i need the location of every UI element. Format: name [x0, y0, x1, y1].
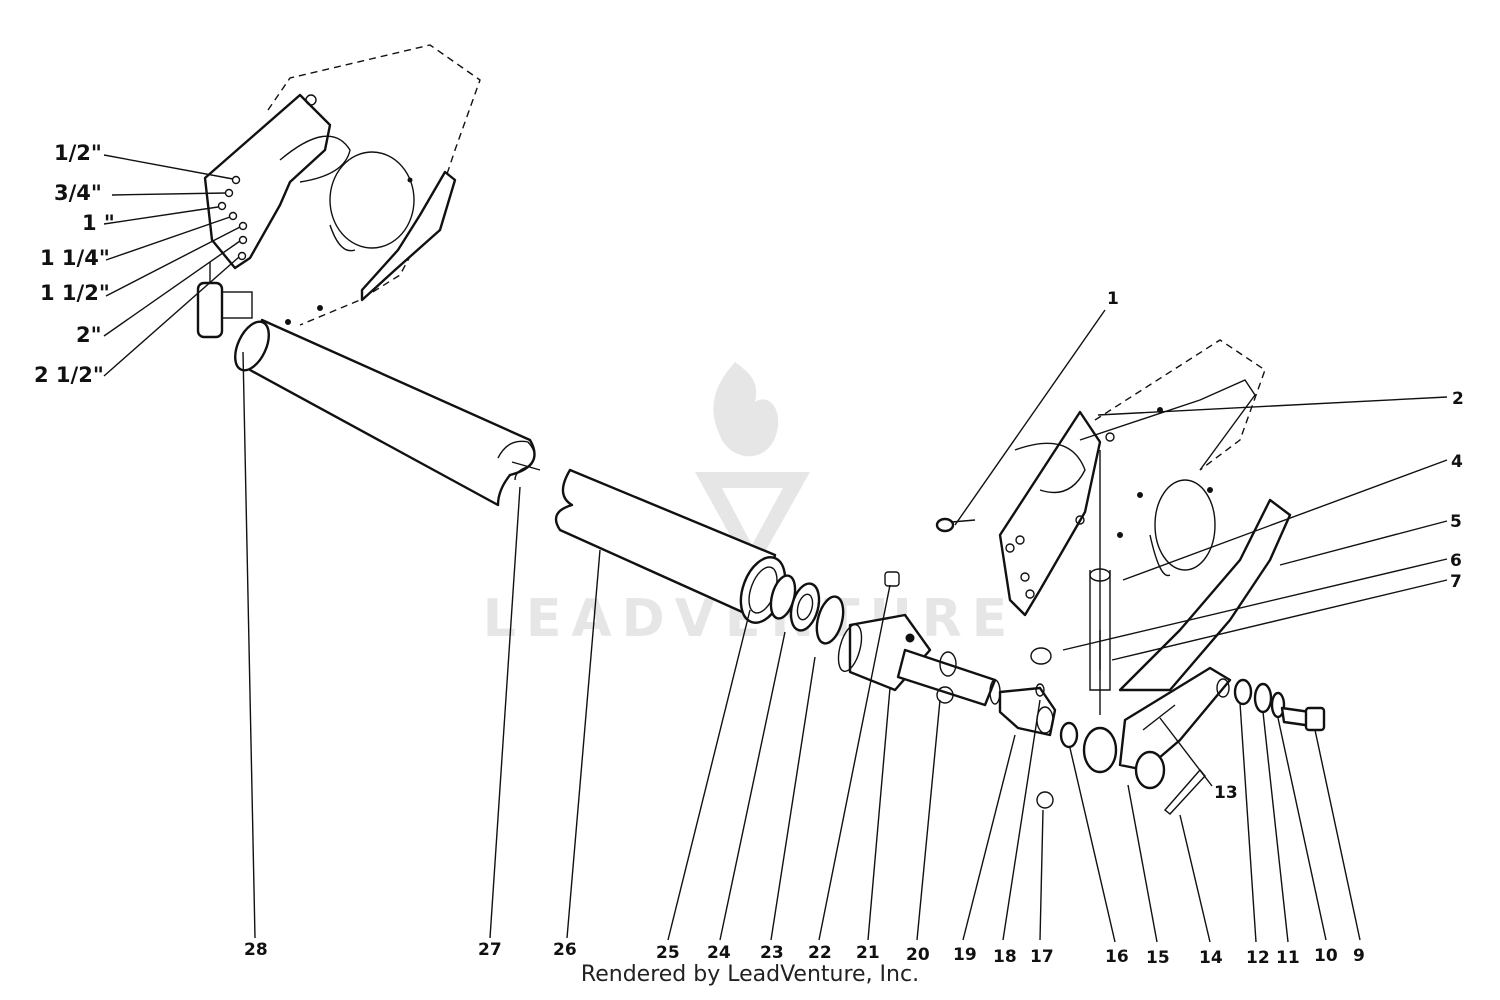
callout-7: 7 [1450, 572, 1462, 592]
callout-26: 26 [553, 940, 577, 960]
height-setting-label: 2 1/2" [34, 363, 104, 387]
callout-15: 15 [1146, 948, 1170, 968]
height-setting-label: 1 1/2" [40, 281, 110, 305]
callout-11: 11 [1276, 948, 1300, 968]
callout-23: 23 [760, 943, 784, 963]
callout-14: 14 [1199, 948, 1223, 968]
callout-16: 16 [1105, 947, 1129, 967]
callout-20: 20 [906, 945, 930, 965]
callout-10: 10 [1314, 946, 1338, 966]
credit-text: Rendered by LeadVenture, Inc. [580, 962, 920, 987]
callout-17: 17 [1030, 947, 1054, 967]
height-settings: 1/2" 3/4" 1 " 1 1/4" 1 1/2" 2" 2 1/2" [34, 141, 241, 387]
callout-18: 18 [993, 947, 1017, 967]
callout-5: 5 [1450, 512, 1462, 532]
callout-25: 25 [656, 943, 680, 963]
roller-tube-left [234, 318, 541, 507]
callout-28: 28 [244, 940, 268, 960]
callout-22: 22 [808, 943, 832, 963]
right-side-plate [935, 339, 1326, 815]
callout-13: 13 [1214, 783, 1238, 803]
callout-6: 6 [1450, 551, 1462, 571]
callout-4: 4 [1451, 452, 1463, 472]
leader-lines [242, 309, 1448, 943]
callout-1: 1 [1107, 289, 1119, 309]
left-side-plate [196, 44, 481, 339]
callout-21: 21 [856, 943, 880, 963]
callout-19: 19 [953, 945, 977, 965]
flame-logo-icon [713, 362, 779, 457]
part-callouts: 1 2 4 5 6 7 13 28 27 26 25 24 23 22 21 2… [244, 289, 1464, 968]
height-setting-label: 1/2" [54, 141, 102, 165]
callout-9: 9 [1353, 946, 1365, 966]
callout-24: 24 [707, 943, 731, 963]
height-setting-label: 2" [76, 323, 102, 347]
v-logo-icon [695, 472, 810, 575]
callout-12: 12 [1246, 948, 1270, 968]
height-setting-label: 3/4" [54, 181, 102, 205]
callout-27: 27 [478, 940, 502, 960]
height-setting-label: 1 1/4" [40, 246, 110, 270]
bearing-stack [769, 571, 1079, 809]
callout-2: 2 [1452, 389, 1464, 409]
